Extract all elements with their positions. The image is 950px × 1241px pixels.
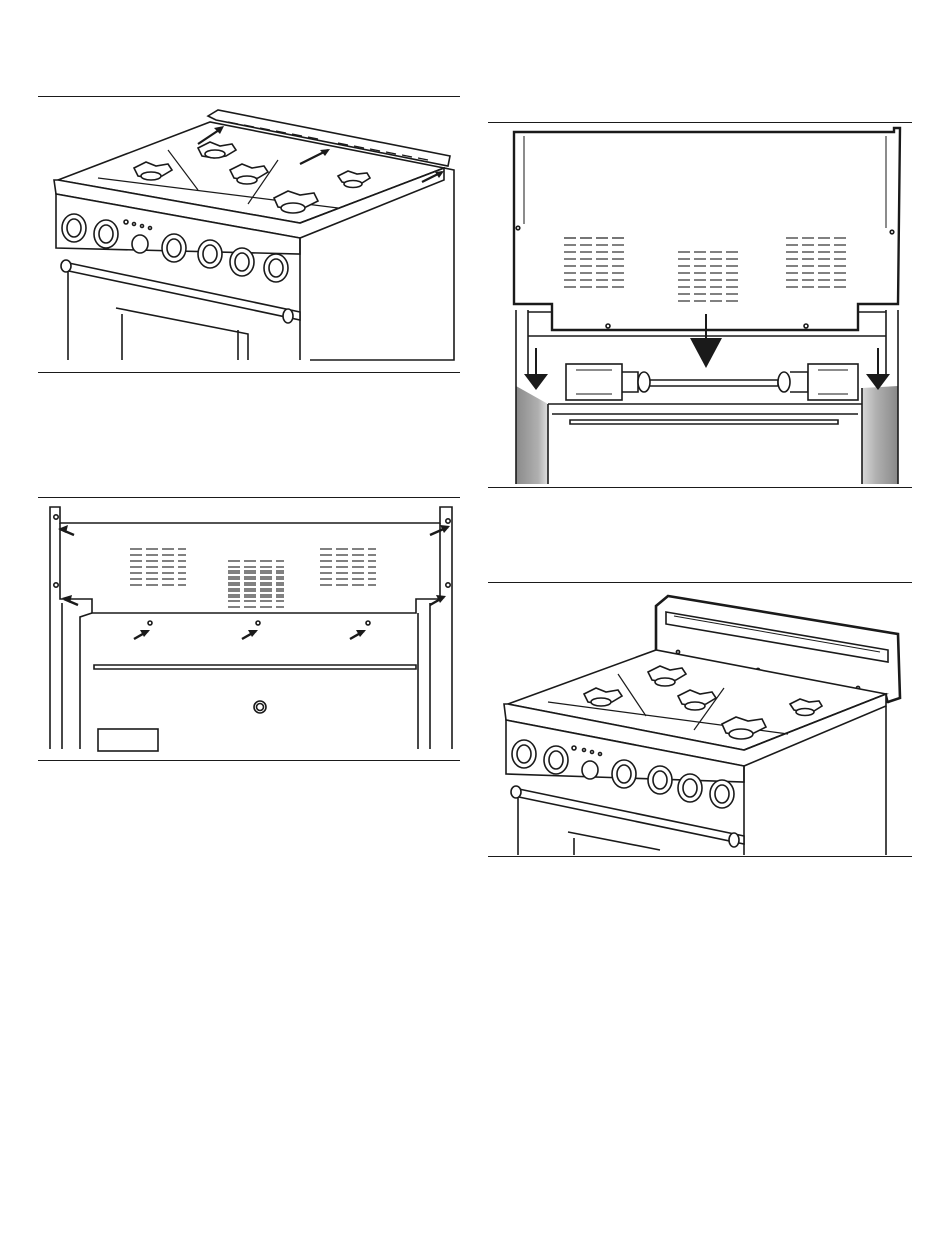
backguard-install-illustration (488, 124, 912, 486)
rule-fig3-bottom (488, 487, 912, 488)
range-cooktop-illustration (38, 98, 460, 371)
rule-fig3-top (488, 122, 912, 123)
rule-fig1-top (38, 96, 460, 97)
rule-fig4-top (488, 582, 912, 583)
figure-backguard-rear (38, 499, 460, 759)
rule-fig4-bottom (488, 856, 912, 857)
rule-fig2-bottom (38, 760, 460, 761)
backguard-rear-illustration (38, 499, 460, 759)
figure-backguard-install (488, 124, 912, 486)
figure-range-cooktop (38, 98, 460, 371)
rule-fig1-bottom (38, 372, 460, 373)
rule-fig2-top (38, 497, 460, 498)
figure-range-with-backguard (488, 584, 912, 855)
range-backguard-illustration (488, 584, 912, 855)
